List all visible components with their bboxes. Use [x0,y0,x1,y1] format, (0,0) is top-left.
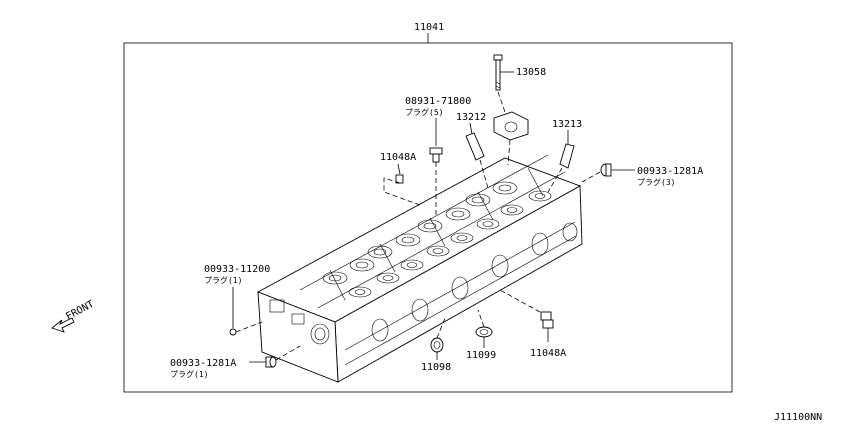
image-code: J11100NN [774,412,822,423]
frame-title: 11041 [414,22,444,33]
part-label-00933-11200: 00933-11200 [204,264,270,275]
part-label-08931-71800: 08931-71800 [405,96,471,107]
plug-00933-1281a-left-icon [265,356,277,368]
part-note-00933-1281a-right: プラグ(3) [637,177,675,187]
part-label-00933-1281a-left: 00933-1281A [170,358,236,369]
front-arrow-icon [51,317,75,333]
part-note-00933-1281a-left: プラグ(1) [170,369,208,379]
part-label-11048a-top: 11048A [380,152,416,163]
part-label-11048a-bottom: 11048A [530,348,566,359]
cylinder-head-icon [256,154,583,383]
part-label-00933-1281a-right: 00933-1281A [637,166,703,177]
plug-00933-11200-icon [229,328,237,336]
front-label: FRONT [64,299,96,323]
bracket-icon [493,111,529,141]
plug-08931-icon [429,147,443,163]
plug-11098-icon [430,337,444,353]
bolt-13058-icon [493,54,503,91]
dowel-11048a-bottom-icon [540,311,554,329]
part-label-13213: 13213 [552,119,582,130]
part-label-11098: 11098 [421,362,451,373]
valve-guide-13212-icon [465,132,485,161]
washer-11099-icon [475,326,493,338]
part-label-13058: 13058 [516,67,546,78]
part-note-08931-71800: プラグ(5) [405,107,443,117]
part-label-13212: 13212 [456,112,486,123]
valve-guide-13213-icon [559,143,575,169]
part-label-11099: 11099 [466,350,496,361]
part-note-00933-11200: プラグ(1) [204,275,242,285]
plug-00933-1281a-right-icon [600,163,612,177]
